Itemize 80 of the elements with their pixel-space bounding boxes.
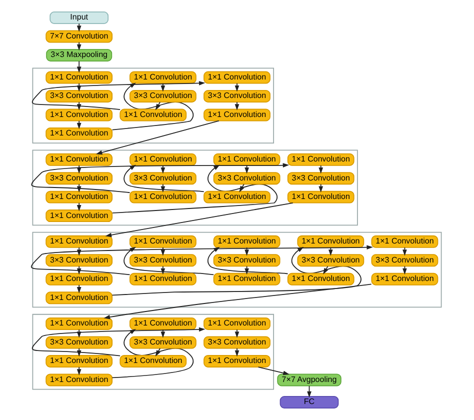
arrow — [76, 284, 82, 294]
node-box: 1×1 Convolution — [287, 153, 354, 166]
arrow — [155, 348, 160, 356]
arrow — [104, 284, 372, 320]
node-box: 1×1 Convolution — [46, 354, 113, 368]
node-box: 1×1 Convolution — [46, 108, 113, 122]
arrow — [160, 184, 166, 192]
arrow — [239, 184, 244, 192]
node-box: 3×3 Maxpooling — [46, 48, 112, 62]
node-box: 3×3 Convolution — [130, 336, 196, 349]
arrow — [234, 329, 240, 338]
node-box: 1×1 Convolution — [46, 190, 113, 204]
arrow — [105, 202, 294, 238]
node-box: 3×3 Convolution — [213, 254, 280, 267]
node-box: 1×1 Convolution — [46, 272, 113, 286]
node-box: 1×1 Convolution — [130, 272, 196, 286]
node-box: 3×3 Convolution — [46, 336, 113, 349]
node-box: 1×1 Convolution — [204, 354, 270, 368]
node-box: 3×3 Convolution — [130, 172, 196, 185]
node-box: FC — [280, 396, 339, 408]
node-box: 7×7 Convolution — [46, 30, 113, 43]
arrow — [244, 266, 249, 275]
node-box: 1×1 Convolution — [120, 354, 187, 368]
node-box: 3×3 Convolution — [297, 254, 364, 267]
node-box: 1×1 Convolution — [130, 235, 196, 248]
node-box: 1×1 Convolution — [204, 190, 270, 204]
node-box: 3×3 Convolution — [287, 172, 354, 185]
arrow — [76, 366, 82, 376]
node-box: 1×1 Convolution — [46, 292, 113, 304]
node-box: 3×3 Convolution — [371, 254, 438, 267]
arrow — [160, 266, 166, 275]
node-box: 1×1 Convolution — [371, 235, 438, 248]
node-box: 1×1 Convolution — [130, 318, 196, 330]
arrow — [76, 23, 82, 32]
arrow — [318, 165, 324, 174]
arrow — [76, 60, 82, 73]
arrow — [234, 82, 240, 92]
arrow — [258, 366, 290, 376]
node-box: 3×3 Convolution — [130, 254, 196, 267]
node-box: Input — [50, 12, 109, 24]
node-box: 1×1 Convolution — [371, 272, 438, 286]
node-box: 3×3 Convolution — [46, 172, 113, 185]
arrow — [234, 102, 240, 110]
node-box: 1×1 Convolution — [287, 190, 354, 204]
node-box: 1×1 Convolution — [297, 235, 364, 248]
node-box: 3×3 Convolution — [46, 254, 113, 267]
node-box: 1×1 Convolution — [46, 71, 113, 84]
node-box: 3×3 Convolution — [46, 90, 113, 102]
node-box: 1×1 Convolution — [46, 127, 113, 140]
node-box: 7×7 Avgpooling — [277, 374, 342, 386]
node-box: 1×1 Convolution — [204, 318, 270, 330]
arrow — [76, 202, 82, 212]
node-box: 1×1 Convolution — [130, 153, 196, 166]
node-box: 1×1 Convolution — [46, 235, 113, 248]
arrow — [155, 102, 160, 110]
node-box: 1×1 Convolution — [204, 71, 270, 84]
node-box: 1×1 Convolution — [287, 272, 354, 286]
node-box: 3×3 Convolution — [130, 90, 196, 102]
node-box: 3×3 Convolution — [204, 90, 270, 102]
node-box: 1×1 Convolution — [46, 210, 113, 222]
node-box: 1×1 Convolution — [213, 153, 280, 166]
node-box: 3×3 Convolution — [213, 172, 280, 185]
arrow — [96, 120, 220, 155]
arrow — [234, 348, 240, 357]
node-box: 1×1 Convolution — [46, 374, 113, 386]
node-box: 1×1 Convolution — [213, 235, 280, 248]
node-box: 1×1 Convolution — [46, 318, 113, 330]
arrow — [76, 120, 82, 130]
node-box: 1×1 Convolution — [204, 108, 270, 122]
arrow — [318, 184, 324, 192]
arrow — [76, 348, 82, 357]
node-box: 1×1 Convolution — [46, 153, 113, 166]
arrow — [76, 42, 82, 51]
node-box: 1×1 Convolution — [213, 272, 280, 286]
arrow — [76, 247, 82, 256]
arrow — [76, 102, 82, 110]
node-box: 1×1 Convolution — [120, 108, 187, 122]
node-box: 1×1 Convolution — [130, 71, 196, 84]
node-box: 1×1 Convolution — [130, 190, 196, 204]
node-box: 3×3 Convolution — [204, 336, 270, 349]
